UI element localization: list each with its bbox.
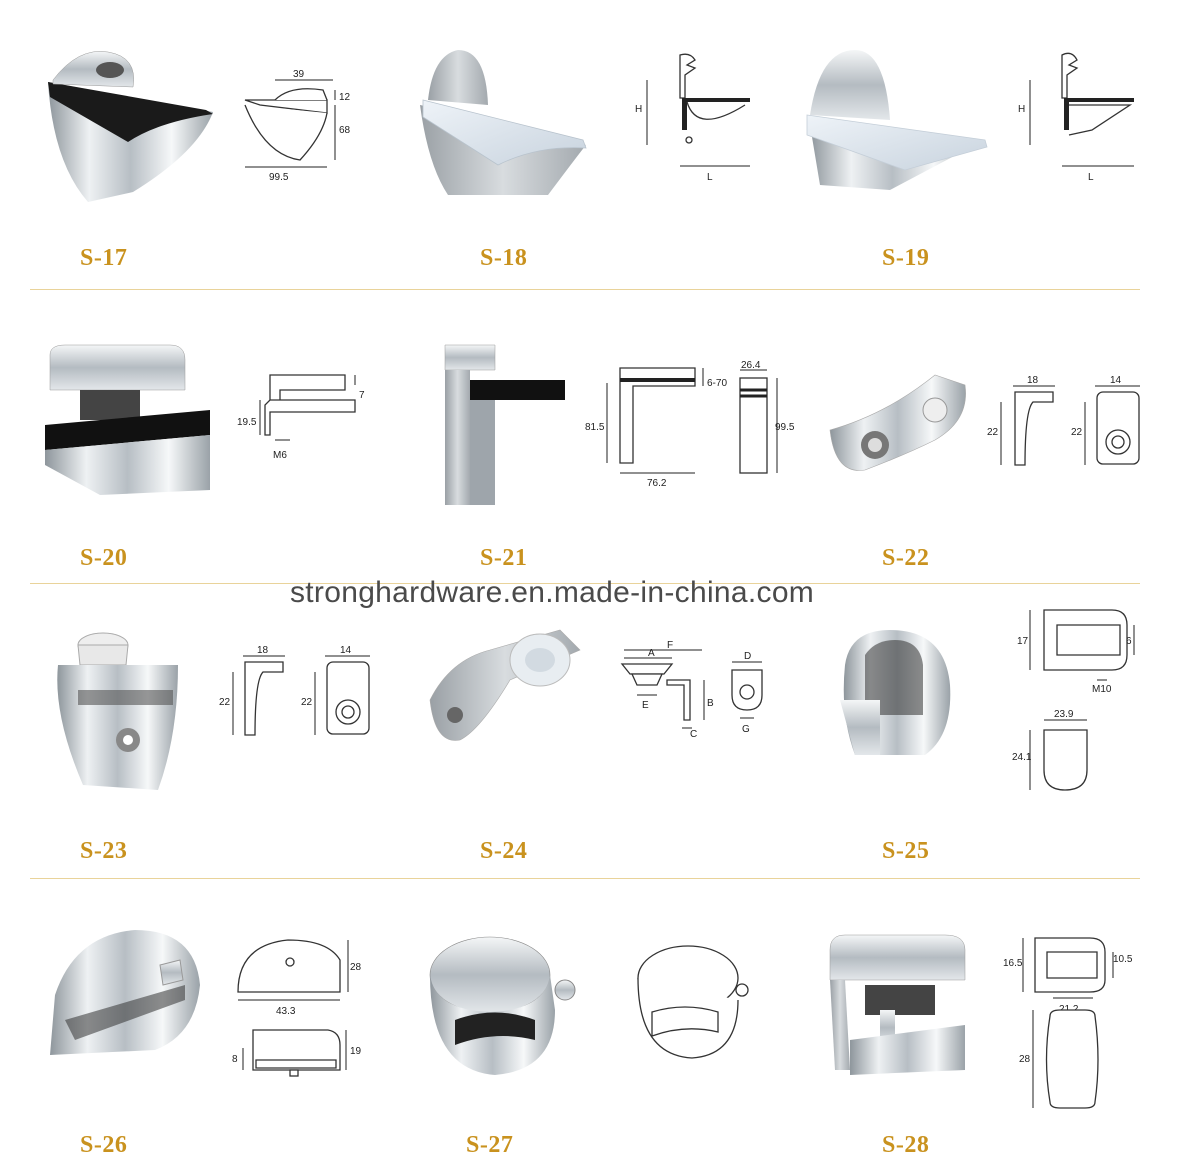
dim-label: H — [635, 104, 642, 115]
dim-label: M6 — [273, 450, 287, 461]
product-photo-s28 — [829, 934, 966, 1075]
dim-label: 39 — [293, 69, 305, 80]
dim-label: 23.9 — [1054, 709, 1074, 720]
row-divider — [30, 289, 1140, 290]
product-photo-s27 — [429, 936, 576, 1075]
product-code: S-18 — [480, 245, 528, 271]
watermark: stronghardware.en.made-in-china.com — [290, 576, 815, 609]
dim-label: 17 — [1017, 636, 1029, 647]
dim-label: 6 — [1126, 636, 1132, 647]
dim-label: 43.3 — [276, 1006, 296, 1017]
dim-label: 18 — [1027, 375, 1039, 386]
product-photo-s24 — [429, 629, 581, 741]
diagram-s22: 18 22 14 22 — [987, 375, 1140, 466]
dim-label: C — [690, 729, 697, 740]
diagram-s28: 16.5 10.5 21.2 28 — [1003, 937, 1133, 1109]
product-photo-s23 — [57, 632, 178, 790]
diagram-s25: 17 6 M10 23.9 24.1 — [1012, 609, 1135, 791]
dim-label: 19 — [350, 1046, 362, 1057]
dim-label: D — [744, 651, 751, 662]
diagram-s20: 7 19.5 M6 — [237, 374, 365, 461]
diagram-s26: 28 43.3 8 19 — [232, 939, 362, 1077]
product-photo-s22 — [829, 374, 966, 471]
dim-label: 68 — [339, 125, 351, 136]
product-code: S-21 — [480, 545, 528, 571]
product-code: S-26 — [80, 1132, 128, 1158]
product-photo-s19 — [806, 50, 988, 190]
dim-label: G — [742, 724, 750, 735]
diagram-s24: F A E B C D G — [620, 640, 763, 740]
dim-label: E — [642, 700, 649, 711]
dim-label: L — [1088, 172, 1094, 183]
diagram-s17: 39 12 68 99.5 — [244, 69, 351, 183]
product-photo-s25 — [840, 630, 951, 755]
dim-label: 28 — [1019, 1054, 1031, 1065]
dim-label: 6-70 — [707, 378, 727, 389]
product-photo-s20 — [45, 344, 210, 495]
dim-label: 12 — [339, 92, 351, 103]
dim-label: 24.1 — [1012, 752, 1032, 763]
dim-label: 22 — [219, 697, 231, 708]
dim-label: 22 — [301, 697, 313, 708]
product-code: S-22 — [882, 545, 930, 571]
dim-label: 22 — [1071, 427, 1083, 438]
diagram-s23: 18 22 14 22 — [219, 645, 370, 736]
diagram-s19: H L — [1018, 52, 1134, 183]
product-code: S-27 — [466, 1132, 514, 1158]
dim-label: 14 — [1110, 375, 1122, 386]
dim-label: 22 — [987, 427, 999, 438]
diagram-s27 — [637, 945, 749, 1059]
product-code: S-24 — [480, 838, 528, 864]
product-code: S-17 — [80, 245, 128, 271]
dim-label: 81.5 — [585, 422, 605, 433]
product-photo-s17 — [48, 51, 213, 202]
product-photo-s18 — [420, 50, 587, 195]
dim-label: 99.5 — [269, 172, 289, 183]
dim-label: F — [667, 640, 673, 651]
row-divider — [30, 583, 1140, 584]
dim-label: 19.5 — [237, 417, 257, 428]
product-code: S-23 — [80, 838, 128, 864]
dim-label: 18 — [257, 645, 269, 656]
product-photo-s26 — [50, 930, 200, 1055]
product-photo-s21 — [444, 344, 565, 505]
product-code: S-25 — [882, 838, 930, 864]
dim-label: H — [1018, 104, 1025, 115]
diagram-s21: 6-70 81.5 76.2 26.4 99.5 — [585, 360, 795, 489]
dim-label: 7 — [359, 390, 365, 401]
dim-label: L — [707, 172, 713, 183]
dim-label: 10.5 — [1113, 954, 1133, 965]
dim-label: B — [707, 698, 714, 709]
product-code: S-28 — [882, 1132, 930, 1158]
dim-label: 16.5 — [1003, 958, 1023, 969]
dim-label: 26.4 — [741, 360, 761, 371]
dim-label: M10 — [1092, 684, 1112, 695]
dim-label: 28 — [350, 962, 362, 973]
diagram-s18: H L — [635, 53, 750, 183]
dim-label: A — [648, 648, 655, 659]
row-divider — [30, 878, 1140, 879]
dim-label: 76.2 — [647, 478, 667, 489]
product-code: S-19 — [882, 245, 930, 271]
dim-label: 8 — [232, 1054, 238, 1065]
product-code: S-20 — [80, 545, 128, 571]
dim-label: 14 — [340, 645, 352, 656]
dim-label: 99.5 — [775, 422, 795, 433]
